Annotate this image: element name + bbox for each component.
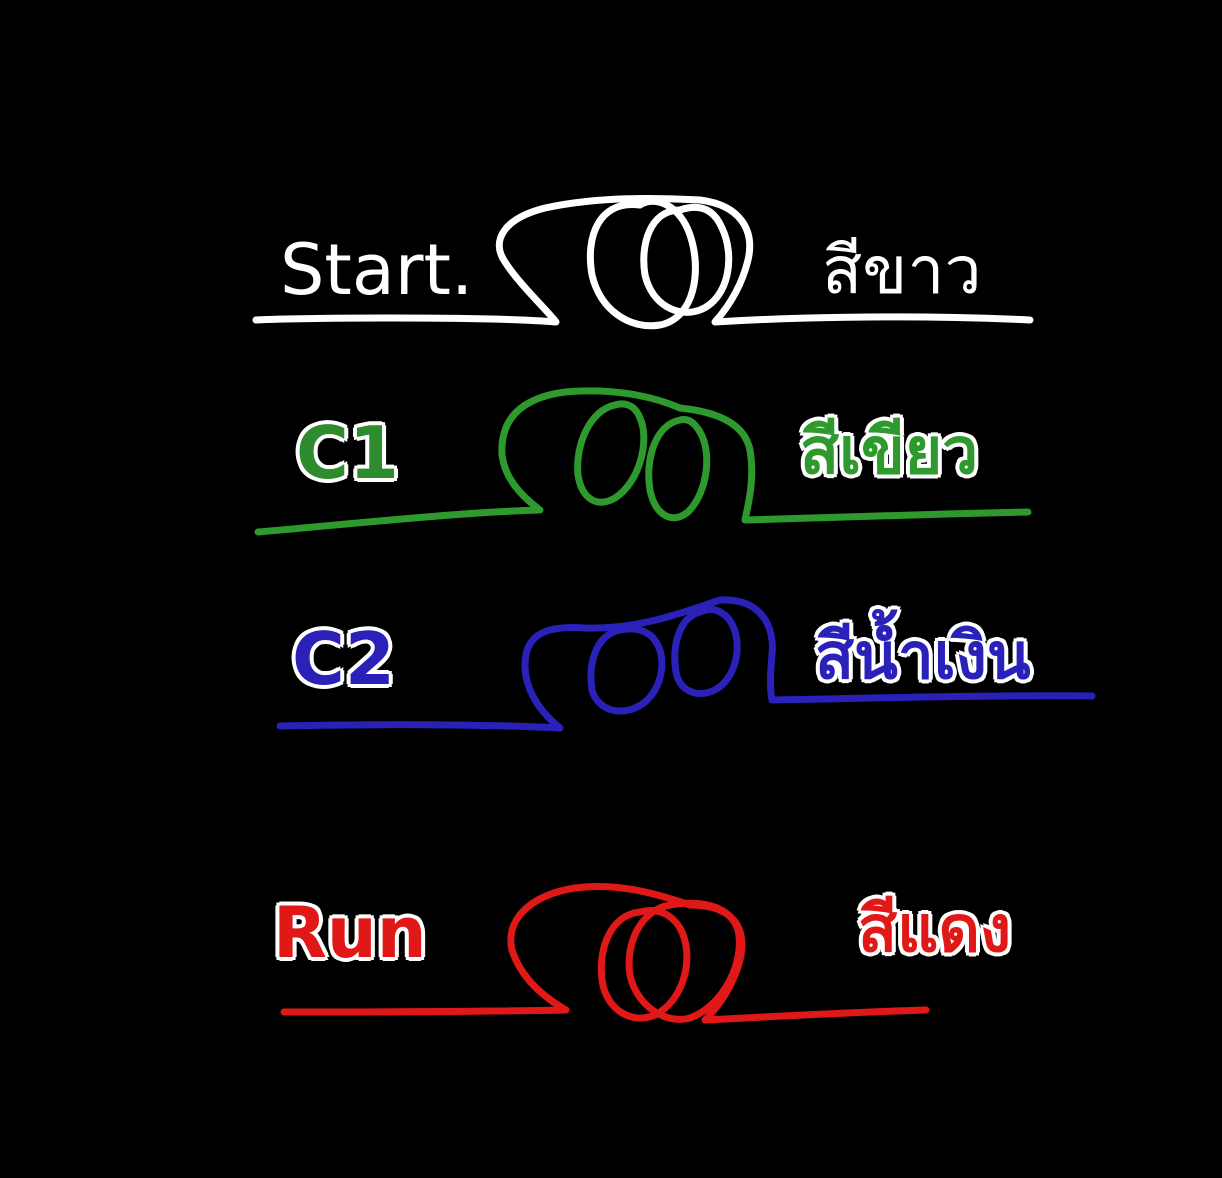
- start-label: Start.: [280, 229, 474, 311]
- c2-line-left: [276, 596, 724, 732]
- c1-color-label: สีเขียว: [800, 415, 979, 489]
- c1-label: C1: [296, 411, 399, 495]
- run-color-label: สีแดง: [858, 893, 1012, 967]
- start-line-right: [696, 196, 1034, 326]
- start-line-left: [252, 194, 704, 326]
- c1-loop-1: [574, 400, 648, 506]
- c1-line-left: [254, 387, 684, 536]
- start-loop-1: [586, 197, 699, 330]
- run-label: Run: [273, 892, 427, 974]
- run-line-left: [280, 882, 694, 1016]
- run-stroke: [280, 882, 930, 1024]
- c2-color-label: สีน้ำเงิน: [815, 620, 1031, 694]
- c2-label: C2: [292, 617, 395, 701]
- run-line-right: [686, 901, 930, 1024]
- c2-stroke: [276, 596, 1096, 732]
- start-color-label: สีขาว: [822, 232, 982, 309]
- c1-stroke: [254, 387, 1032, 536]
- start-stroke: [252, 194, 1034, 330]
- c2-line-right: [716, 596, 1096, 704]
- c2-loop-2: [671, 606, 741, 697]
- c1-line-right: [676, 404, 1032, 524]
- c2-loop-1: [587, 625, 666, 715]
- start-loop-2: [640, 203, 733, 316]
- c1-loop-2: [645, 416, 711, 522]
